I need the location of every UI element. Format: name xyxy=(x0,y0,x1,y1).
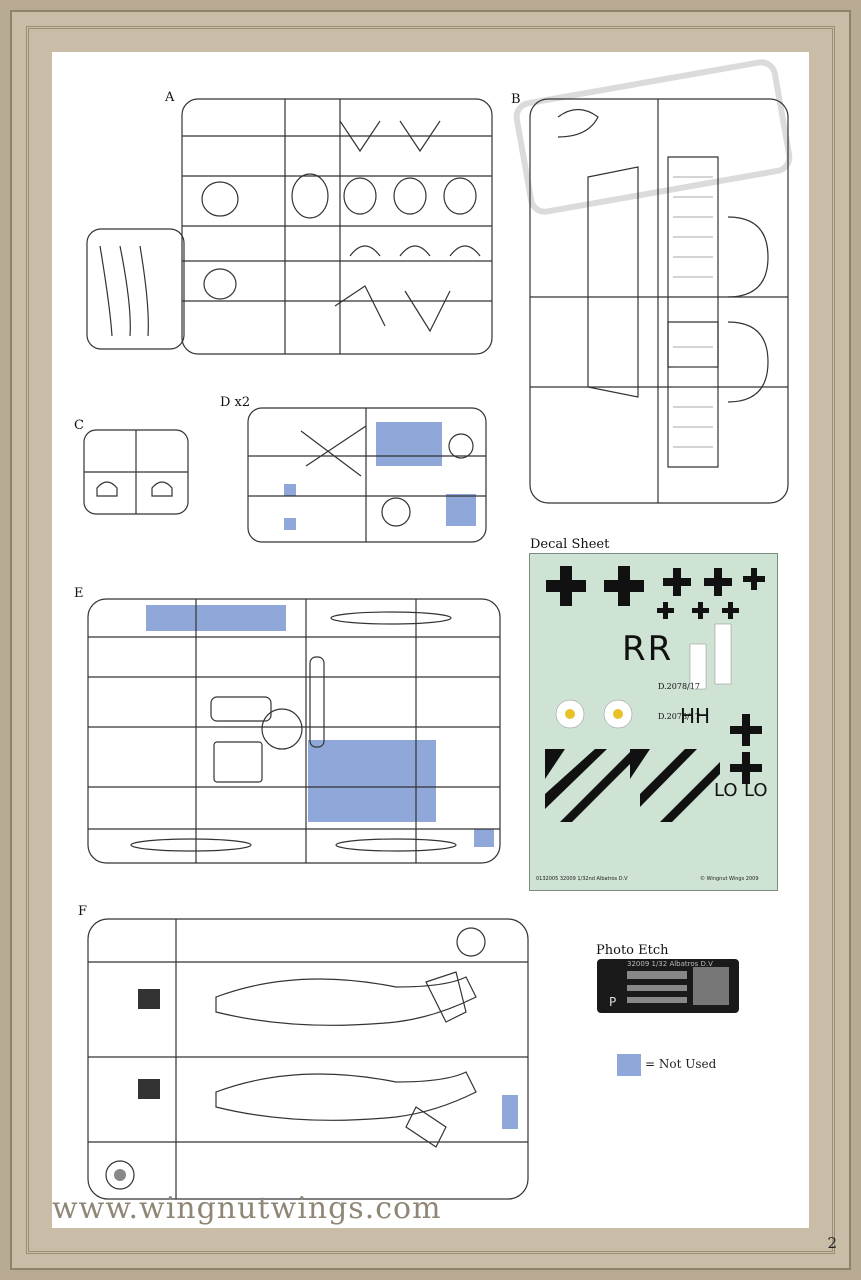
decorative-inner-frame xyxy=(26,26,835,1254)
serial-decal-2: D.2078/17 xyxy=(658,712,700,721)
photo-etch-fret: 32009 1/32 Albatros D.V P xyxy=(597,959,739,1013)
code-letters-lo-1: LO xyxy=(714,780,738,801)
sprue-a-label: A xyxy=(165,90,175,105)
not-used-region xyxy=(376,422,442,466)
code-letters-rr: RR xyxy=(622,629,674,669)
sprue-d-label: D x2 xyxy=(220,395,251,410)
wingnut-wings-watermark xyxy=(507,40,799,235)
sprue-f-diagram xyxy=(87,918,529,1200)
photo-etch-caption: 32009 1/32 Albatros D.V xyxy=(627,960,713,968)
not-used-region xyxy=(146,605,286,631)
not-used-region xyxy=(446,494,476,526)
not-used-legend-text: = Not Used xyxy=(645,1057,717,1071)
sprue-b-diagram xyxy=(529,98,789,504)
sprue-f-label: F xyxy=(78,904,88,919)
decal-sheet-title: Decal Sheet xyxy=(530,537,610,552)
not-used-region xyxy=(474,829,494,847)
not-used-swatch xyxy=(617,1054,641,1076)
code-letters-lo-2: LO xyxy=(744,780,768,801)
sprue-b-label: B xyxy=(511,92,521,107)
page-number: 2 xyxy=(827,1234,837,1252)
footer-website: www.wingnutwings.com xyxy=(52,1191,442,1226)
serial-decal-1: D.2078/17 xyxy=(658,682,700,691)
striped-tail-decals xyxy=(545,749,720,822)
code-letters-hh: HH xyxy=(680,704,711,728)
sprue-a-diagram xyxy=(86,98,493,355)
not-used-region xyxy=(308,740,436,822)
not-used-region xyxy=(284,484,296,496)
sprue-e-diagram xyxy=(87,598,501,864)
not-used-region xyxy=(284,518,296,530)
photo-etch-title: Photo Etch xyxy=(596,943,669,958)
iron-cross-decals xyxy=(546,566,765,784)
photo-etch-part-code: P xyxy=(609,995,617,1009)
not-used-region xyxy=(502,1095,518,1129)
decal-artwork xyxy=(545,566,765,822)
sprue-c-label: C xyxy=(74,418,84,433)
decal-footer-left: 0132005 32009 1/32nd Albatros D.V xyxy=(536,876,628,882)
sprue-e-label: E xyxy=(74,586,84,601)
decal-sheet: RR HH LO LO D.2078/17 D.2078/17 0132005 … xyxy=(529,553,778,891)
sprue-c-diagram xyxy=(83,429,189,515)
decal-footer-right: © Wingnut Wings 2009 xyxy=(700,876,759,882)
sprue-d-diagram xyxy=(247,407,487,543)
